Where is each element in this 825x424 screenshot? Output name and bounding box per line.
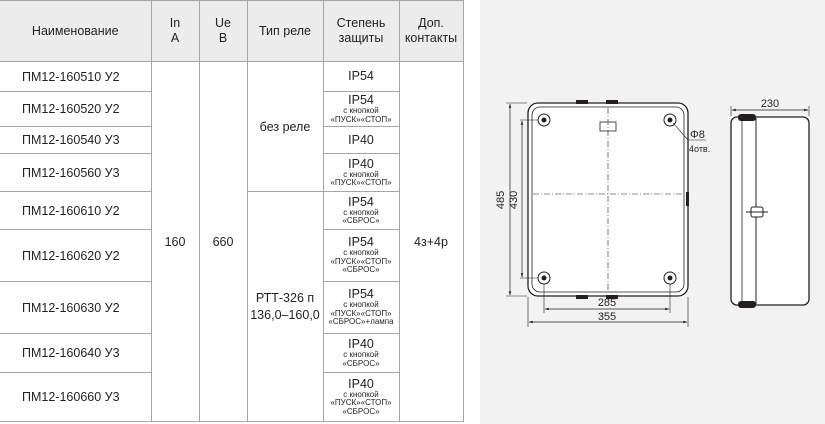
enclosure-drawing: 485 430 285 355 Φ8 4отв. <box>495 98 810 327</box>
front-view <box>527 100 689 299</box>
contacts-value: 4з+4р <box>398 61 464 422</box>
front-inner-box <box>531 106 685 293</box>
side-tab <box>686 192 689 206</box>
row-name: ПМ12-160520 У2 <box>0 91 152 127</box>
protection-cell: IP40 с кнопкой «ПУСК»«СТОП» <box>322 153 400 192</box>
hole-count-text: 4отв. <box>689 144 710 154</box>
relay-none: без реле <box>246 61 324 192</box>
dimension-height-outer: 485 <box>495 102 527 297</box>
row-name: ПМ12-160560 У3 <box>0 153 152 192</box>
table-row: ПМ12-160540 У3 IP40 <box>0 126 463 154</box>
hole-diameter-text: Φ8 <box>690 129 705 141</box>
header-relay-type: Тип реле <box>246 0 324 62</box>
header-contacts: Доп.контакты <box>398 0 464 62</box>
dimension-width-inner: 285 <box>543 284 671 313</box>
table-row: ПМ12-160630 У2 IP54 с кнопкой «ПУСК»«СТО… <box>0 281 463 334</box>
protection-cell: IP54 с кнопкой «ПУСК»«СТОП» <box>322 91 400 127</box>
table-row: ПМ12-160620 У2 IP54 с кнопкой «ПУСК»«СТО… <box>0 229 463 282</box>
mounting-holes <box>537 113 677 285</box>
row-name: ПМ12-160630 У2 <box>0 281 152 334</box>
table-row: ПМ12-160640 У3 IP40 с кнопкой «СБРОС» <box>0 333 463 373</box>
dimension-width-outer: 355 <box>527 297 689 327</box>
table-row: ПМ12-160660 У3 IP40 с кнопкой «ПУСК»«СТО… <box>0 372 463 422</box>
protection-cell: IP54 с кнопкой «ПУСК»«СТОП» «СБРОС» <box>322 229 400 282</box>
protection-cell: IP40 <box>322 126 400 154</box>
row-name: ПМ12-160540 У3 <box>0 126 152 154</box>
protection-cell: IP40 с кнопкой «ПУСК»«СТОП» «СБРОС» <box>322 372 400 422</box>
row-name: ПМ12-160610 У2 <box>0 191 152 230</box>
row-name: ПМ12-160640 У3 <box>0 333 152 373</box>
dim-355-text: 355 <box>598 311 616 323</box>
dim-285-text: 285 <box>598 297 616 309</box>
hole-callout: Φ8 4отв. <box>672 122 710 154</box>
row-name: ПМ12-160510 У2 <box>0 61 152 92</box>
protection-cell: IP54 <box>322 61 400 92</box>
row-name: ПМ12-160620 У2 <box>0 229 152 282</box>
voltage-value: 660 <box>198 61 248 422</box>
dim-485-text: 485 <box>495 191 507 209</box>
protection-cell: IP54 с кнопкой «ПУСК»«СТОП» «СБРОС»+ламп… <box>322 281 400 334</box>
side-bottom-hinge <box>738 301 756 308</box>
top-tab-left <box>576 100 588 104</box>
header-name: Наименование <box>0 0 152 62</box>
side-body <box>730 116 810 306</box>
bottom-tab-left <box>576 295 588 299</box>
bottom-tab-right <box>606 295 618 299</box>
side-top-hinge <box>738 114 756 121</box>
side-view <box>730 114 810 308</box>
current-value: 160 <box>150 61 200 422</box>
dimension-depth: 230 <box>730 98 810 116</box>
table-row: ПМ12-160520 У2 IP54 с кнопкой «ПУСК»«СТО… <box>0 91 463 127</box>
dim-230-text: 230 <box>761 98 779 110</box>
row-name: ПМ12-160660 У3 <box>0 372 152 422</box>
dimension-height-inner: 430 <box>508 119 538 279</box>
enclosure-drawing-panel: 485 430 285 355 Φ8 4отв. <box>480 0 825 424</box>
table-row: ПМ12-160510 У2 160 660 без реле IP54 4з+… <box>0 61 464 422</box>
protection-cell: IP40 с кнопкой «СБРОС» <box>322 333 400 373</box>
dim-430-text: 430 <box>508 191 520 209</box>
top-tab-right <box>606 100 618 104</box>
protection-cell: IP54 с кнопкой «СБРОС» <box>322 191 400 230</box>
